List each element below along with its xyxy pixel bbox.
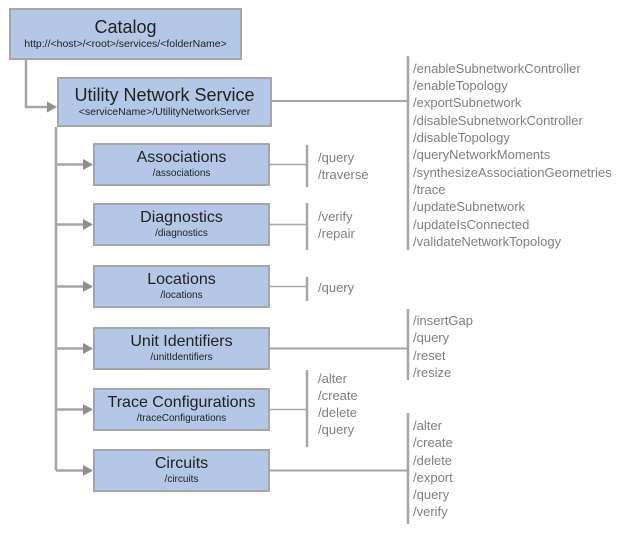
trace-configurations-operations-list: /alter /create /delete /query: [318, 370, 358, 439]
unit-identifiers-node: Unit Identifiers /unitIdentifiers: [93, 327, 270, 370]
node-subtitle: http://<host>/<root>/services/<folderNam…: [24, 38, 227, 51]
operation-label: /alter: [318, 370, 347, 386]
operation-label: /verify: [413, 504, 448, 520]
arrowhead-icon: [83, 465, 93, 476]
locations-operations-list: /query: [318, 279, 354, 296]
diagnostics-operations-list: /verify /repair: [318, 208, 355, 243]
operation-label: /updateSubnetwork: [413, 199, 526, 215]
trace-configurations-node: Trace Configurations /traceConfiguration…: [93, 388, 270, 431]
node-title: Circuits: [154, 454, 209, 472]
operation-label: /synthesizeAssociationGeometries: [413, 164, 612, 180]
operation-label: /validateNetworkTopology: [413, 233, 562, 249]
arrowhead-icon: [83, 219, 93, 230]
node-title: Associations: [136, 148, 227, 166]
operation-label: /verify: [318, 208, 353, 224]
node-subtitle: /circuits: [164, 473, 199, 485]
node-subtitle: /locations: [160, 289, 203, 301]
operation-label: /delete: [413, 452, 453, 468]
arrowhead-icon: [47, 101, 57, 113]
node-title: Unit Identifiers: [130, 332, 233, 350]
utility-network-service-node: Utility Network Service <serviceName>/Ut…: [57, 77, 272, 127]
node-title: Locations: [147, 270, 216, 288]
node-title: Trace Configurations: [107, 393, 256, 411]
operation-label: /alter: [413, 418, 442, 433]
operation-label: /query: [318, 422, 355, 438]
operation-label: /disableTopology: [413, 129, 510, 145]
operation-label: /export: [413, 469, 453, 485]
operation-label: /updateIsConnected: [413, 216, 530, 232]
node-subtitle: /associations: [152, 167, 211, 179]
operation-label: /queryNetworkMoments: [413, 147, 551, 163]
node-title: Utility Network Service: [74, 84, 255, 105]
unit-identifiers-operations-list: /insertGap /query /reset /resize: [413, 312, 473, 381]
operation-label: /query: [318, 279, 355, 295]
operation-label: /insertGap: [413, 313, 473, 328]
node-subtitle: /traceConfigurations: [136, 412, 227, 424]
node-subtitle: /diagnostics: [155, 227, 208, 239]
node-title: Catalog: [94, 16, 157, 37]
operation-label: /create: [413, 435, 453, 451]
operation-label: /traverse: [318, 166, 369, 182]
node-subtitle: /unitIdentifiers: [150, 351, 213, 363]
locations-node: Locations /locations: [93, 265, 270, 308]
arrowhead-icon: [83, 281, 93, 292]
operation-label: /enableTopology: [413, 77, 508, 93]
operation-label: /exportSubnetwork: [413, 95, 522, 111]
circuits-operations-list: /alter /create /delete /export /query /v…: [413, 417, 453, 521]
catalog-to-service-connector: [24, 60, 48, 109]
associations-operations-list: /query /traverse: [318, 149, 369, 184]
operation-label: /enableSubnetworkController: [413, 60, 581, 76]
operation-label: /disableSubnetworkController: [413, 112, 583, 128]
operation-label: /query: [318, 149, 355, 165]
operation-label: /trace: [413, 181, 446, 197]
catalog-node: Catalog http://<host>/<root>/services/<f…: [9, 8, 242, 60]
node-title: Diagnostics: [140, 208, 223, 226]
operation-label: /delete: [318, 405, 358, 421]
operation-label: /reset: [413, 347, 446, 363]
operation-label: /repair: [318, 225, 355, 241]
arrowhead-icon: [83, 159, 93, 170]
operation-label: /create: [318, 387, 358, 403]
node-subtitle: <serviceName>/UtilityNetworkServer: [78, 106, 251, 119]
operation-label: /query: [413, 330, 450, 346]
associations-node: Associations /associations: [93, 143, 270, 186]
arrowhead-icon: [83, 404, 93, 415]
diagnostics-node: Diagnostics /diagnostics: [93, 203, 270, 246]
arrowhead-icon: [83, 343, 93, 354]
operation-label: /resize: [413, 364, 452, 380]
service-operations-list: /enableSubnetworkController /enableTopol…: [413, 60, 612, 251]
circuits-node: Circuits /circuits: [93, 449, 270, 492]
operation-label: /query: [413, 487, 450, 503]
